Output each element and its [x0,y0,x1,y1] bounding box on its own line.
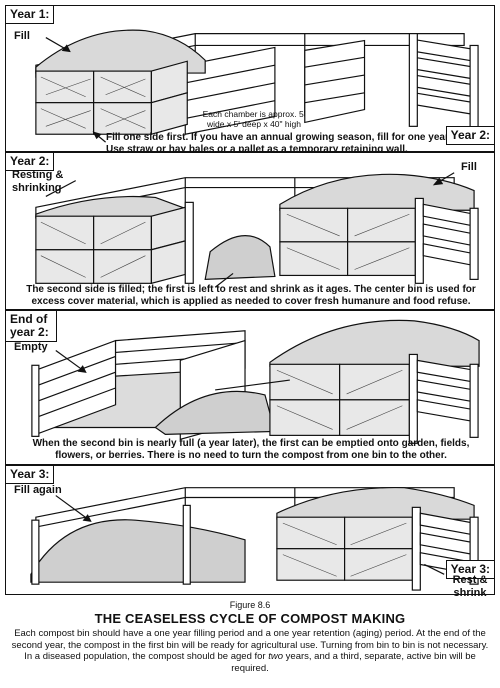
panel-end-of-year-2: End of year 2: Empty When the second bin… [5,310,495,465]
year-3-right-tag: Year 3: [445,560,495,579]
year-2-right-tag: Year 2: [445,126,495,145]
year-2-caption: The second side is filled; the first is … [26,284,476,307]
panel-year-1: Year 1: Fill Each chamber is approx. 5' … [5,5,495,155]
rest-shrink-label: Rest & shrink [452,574,488,599]
compost-bin-illustration-year-2 [35,172,479,288]
year-3-tag: Year 3: [5,465,55,484]
year-1-tag: Year 1: [5,5,55,24]
empty-label: Empty [14,341,48,353]
footer-emphasis: two [268,651,284,662]
footer-text: Each compost bin should have a one year … [8,628,492,674]
panel-year-2: Year 2: Year 2: Resting & shrinking Fill… [5,126,495,310]
footer-text-part2: years, and a third, separate, active bin… [231,651,476,674]
compost-bin-illustration-year-1 [35,29,479,143]
year-2-tag: Year 2: [5,152,55,171]
figure-number: Figure 8.6 [229,600,271,610]
end-of-year-2-caption: When the second bin is nearly full (a ye… [32,438,470,461]
fill-label: Fill [14,30,30,42]
fill-again-label: Fill again [14,484,62,496]
resting-shrinking-label: Resting & shrinking [12,169,64,194]
compost-bin-illustration-end-year-2 [31,319,480,444]
end-of-year-2-tag: End of year 2: [5,310,57,342]
figure-title: THE CEASELESS CYCLE OF COMPOST MAKING [94,611,406,626]
dimension-note: Each chamber is approx. 5' wide x 5' dee… [202,109,306,129]
compost-bin-illustration-year-3 [30,486,479,591]
panel-year-3: Year 3: Year 3: Fill again Rest & shrink [5,465,495,599]
year-1-caption: Fill one side first. If you have an annu… [106,132,452,155]
fill-label-right: Fill [461,161,477,173]
footer-text-part1: Each compost bin should have a one year … [11,628,489,662]
